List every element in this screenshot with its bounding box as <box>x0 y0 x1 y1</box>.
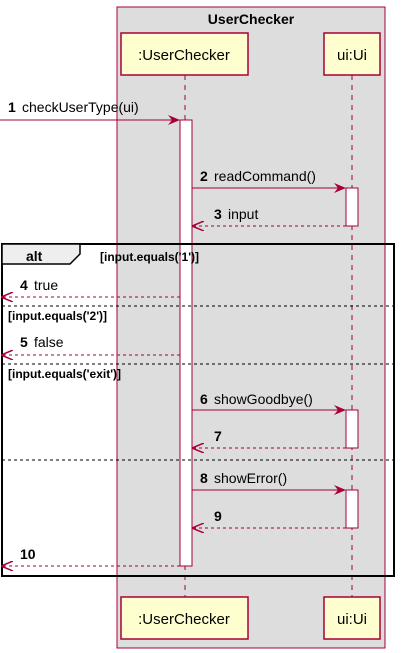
participant-ui-bottom-label: ui:Ui <box>337 611 367 628</box>
message-5-label: false <box>34 334 64 350</box>
participant-usercheck-top-label: :UserChecker <box>138 47 230 64</box>
message-4-number: 4 <box>20 277 28 293</box>
alt-tab <box>1 243 81 265</box>
message-5-number: 5 <box>20 334 28 350</box>
message-6-number: 6 <box>200 391 208 407</box>
participant-ui-top-label: ui:Ui <box>337 47 367 64</box>
message-10-number: 10 <box>20 546 36 562</box>
participant-usercheck-bottom-label: :UserChecker <box>138 611 230 628</box>
alt-fragment <box>1 243 395 577</box>
message-4-label: true <box>34 277 58 293</box>
activation-ui-3 <box>345 489 359 529</box>
message-2-label: readCommand() <box>214 168 316 184</box>
message-8-number: 8 <box>200 470 208 486</box>
message-2-number: 2 <box>200 168 208 184</box>
participant-usercheck-top: :UserChecker <box>120 32 249 76</box>
alt-operator: alt <box>26 248 43 264</box>
activation-ui-2 <box>345 409 359 449</box>
message-9-number: 9 <box>214 508 222 524</box>
message-3-number: 3 <box>214 206 222 222</box>
guard-2: [input.equals('2')] <box>8 309 107 323</box>
participant-usercheck-bottom: :UserChecker <box>120 596 249 640</box>
activation-usercheck <box>179 119 193 567</box>
message-8-label: showError() <box>214 470 287 486</box>
guard-1: [input.equals('1')] <box>100 250 199 264</box>
message-6-label: showGoodbye() <box>214 391 313 407</box>
message-1-number: 1 <box>8 99 16 115</box>
activation-ui-1 <box>345 187 359 227</box>
message-3-label: input <box>228 206 258 222</box>
message-1-label: checkUserType(ui) <box>22 99 139 115</box>
participant-ui-bottom: ui:Ui <box>323 596 381 640</box>
box-title: UserChecker <box>208 11 295 27</box>
guard-3: [input.equals('exit')] <box>8 367 121 381</box>
message-7-number: 7 <box>214 428 222 444</box>
participant-ui-top: ui:Ui <box>323 32 381 76</box>
usercheck-box <box>116 6 386 649</box>
